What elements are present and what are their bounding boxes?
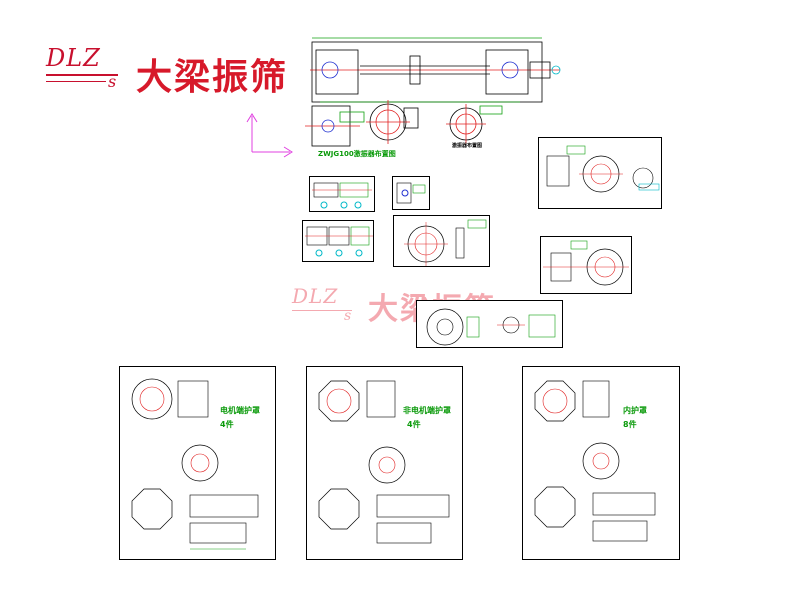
- sheet-pulley: [416, 300, 563, 348]
- watermark-latin: DLZ: [292, 284, 339, 308]
- sheet-small-1-drawing: [312, 182, 372, 209]
- panel-inner-guard-label: 内护罩: [623, 406, 647, 415]
- sheet-gear: [540, 236, 632, 294]
- panel-motor-guard-label: 电机端护罩: [220, 406, 260, 415]
- panel-motor-guard-drawing: [131, 378, 259, 550]
- end-view-2: [446, 104, 503, 144]
- panel-nonmotor-guard-label: 非电机端护罩: [403, 406, 451, 415]
- panel-nonmotor-guard: 非电机端护罩 4件: [306, 366, 463, 560]
- sheet-pulley-drawing: [426, 308, 556, 346]
- panel-motor-guard: 电机端护罩 4件: [119, 366, 276, 560]
- sheet-small-2-drawing: [396, 182, 426, 204]
- sheet-small-3-drawing: [305, 226, 373, 257]
- sheet-flange: [393, 215, 490, 267]
- logo-underline: [46, 74, 118, 76]
- sheet-gear-drawing: [543, 240, 629, 286]
- side-view: [305, 105, 365, 147]
- sheet-motor-mount-drawing: [546, 145, 660, 193]
- sheet-small-3: [302, 220, 374, 262]
- panel-inner-guard: 内护罩 8件: [522, 366, 680, 560]
- sheet-motor-mount: [538, 137, 662, 209]
- main-drawing-title: ZWJG100激振器布置图: [318, 150, 396, 158]
- logo-latin: DLZ: [46, 44, 101, 72]
- watermark-sub: s: [344, 308, 353, 324]
- watermark-underline: [292, 310, 352, 311]
- panel-inner-guard-drawing: [534, 380, 656, 542]
- sheet-small-1: [309, 176, 375, 212]
- sheet-flange-drawing: [404, 219, 487, 266]
- panel-inner-guard-count: 8件: [623, 420, 637, 429]
- end-view-1: [366, 100, 419, 144]
- panel-motor-guard-count: 4件: [220, 420, 234, 429]
- panel-nonmotor-guard-count: 4件: [407, 420, 421, 429]
- sheet-small-2: [392, 176, 430, 210]
- logo-chinese: 大梁振筛: [136, 57, 289, 98]
- logo-underline-2: [46, 81, 106, 82]
- logo-sub: s: [108, 72, 118, 91]
- axis-indicator: [246, 113, 293, 158]
- shaft-assembly: [310, 37, 561, 103]
- brand-logo: DLZ s 大梁振筛: [44, 40, 304, 100]
- panel-nonmotor-guard-drawing: [318, 380, 450, 544]
- main-drawing-caption: 激振器布置图: [452, 143, 483, 149]
